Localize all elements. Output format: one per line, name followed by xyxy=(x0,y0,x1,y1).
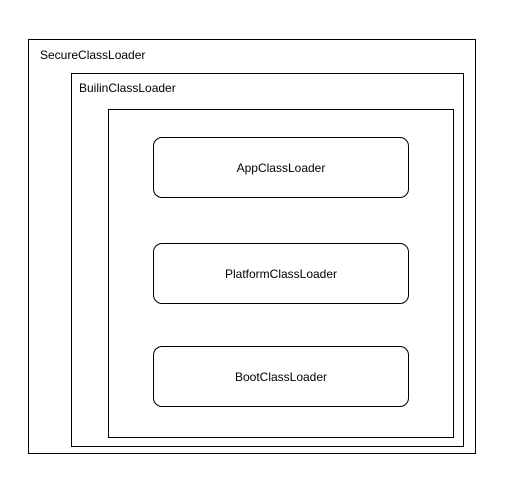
app-class-loader-node: AppClassLoader xyxy=(153,137,409,198)
app-class-loader-label: AppClassLoader xyxy=(236,160,326,175)
boot-class-loader-node: BootClassLoader xyxy=(153,346,409,407)
platform-class-loader-node: PlatformClassLoader xyxy=(153,243,409,304)
platform-class-loader-label: PlatformClassLoader xyxy=(224,266,338,281)
secure-class-loader-label: SecureClassLoader xyxy=(40,48,146,62)
boot-class-loader-label: BootClassLoader xyxy=(234,369,328,384)
builtin-class-loader-label: BuilinClassLoader xyxy=(79,81,176,95)
